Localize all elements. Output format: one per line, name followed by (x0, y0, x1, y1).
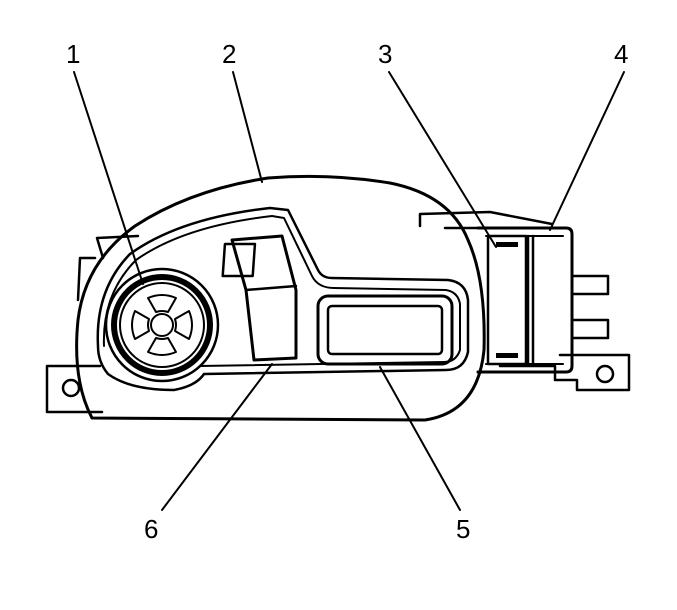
dial-knob (104, 267, 220, 383)
latch-tab-bottom (496, 353, 518, 358)
rocker-switch (221, 234, 298, 362)
connector-pins (570, 274, 610, 340)
rocker-indicator-window (221, 242, 257, 278)
display-window (316, 294, 454, 366)
callout-5: 5 (456, 514, 470, 544)
callout-3: 3 (378, 39, 392, 69)
dial-center-hub (150, 313, 174, 337)
latch-tab-top (496, 242, 518, 247)
switch-bezel (75, 174, 486, 422)
leader-lines (73, 71, 625, 511)
mounting-bracket (45, 353, 631, 414)
callout-6: 6 (144, 514, 158, 544)
callout-2: 2 (222, 39, 236, 69)
bracket-hole-left (61, 378, 81, 398)
callout-4: 4 (614, 39, 628, 69)
bracket-hole-right (595, 364, 615, 384)
callout-1: 1 (66, 39, 80, 69)
connector-latch (486, 234, 528, 366)
